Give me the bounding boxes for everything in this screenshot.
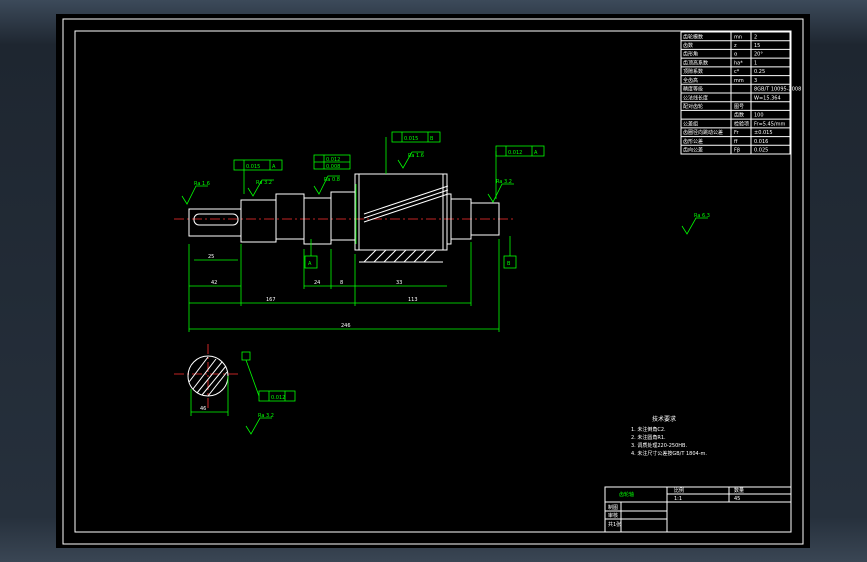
param-cell-sym: α: [734, 52, 738, 58]
drawing-sheet[interactable]: 齿轮模数 mn 2 齿数 z 15 齿形角 α 20° 齿顶高系数 ha* 1 顶隙系数 c* 0.25 全齿…: [56, 14, 810, 548]
keyway: [193, 213, 239, 226]
dim-text: 246: [341, 323, 351, 329]
tolerance-frames: 0.015 A 0.012 0.008 0.015 B 0.012 A: [233, 131, 545, 402]
svg-text:1:1: 1:1: [674, 496, 682, 502]
svg-text:0.012: 0.012: [271, 395, 285, 401]
param-cell-val: 100: [754, 113, 764, 119]
param-cell-name: 齿向公差: [683, 147, 703, 154]
outer-frame: [62, 18, 804, 545]
dim-text: 167: [266, 297, 276, 303]
inner-frame: [74, 30, 792, 533]
svg-text:Ra 6.3: Ra 6.3: [694, 213, 710, 219]
param-cell-sym: 图号: [734, 104, 744, 110]
svg-text:A: A: [308, 261, 312, 267]
param-cell-name: 公法线长度: [683, 94, 708, 101]
svg-text:A: A: [534, 150, 538, 156]
param-cell-name: 全齿高: [683, 77, 698, 84]
svg-text:A: A: [272, 164, 276, 170]
svg-text:数量: 数量: [734, 487, 744, 494]
param-cell-sym: mn: [734, 34, 742, 40]
param-cell-val: 15: [754, 43, 760, 49]
roughness-symbols: Ra 1.6 Ra 3.2 Ra 0.8 Ra 1.6 Ra 3.2 Ra 6.…: [181, 151, 710, 435]
part-name: 齿轮轴: [619, 491, 634, 498]
param-cell-sym: ff: [734, 139, 738, 145]
param-cell-val: 20°: [754, 52, 763, 58]
dim-text: 42: [211, 280, 217, 286]
svg-text:46: 46: [200, 406, 206, 412]
param-cell-sym: mm: [734, 78, 744, 84]
param-cell-val: ±0.015: [754, 130, 773, 136]
param-cell-name: 齿形角: [683, 51, 698, 58]
param-cell-val: 0.25: [754, 69, 765, 75]
param-cell-sym: Fr: [734, 130, 740, 136]
svg-text:制图: 制图: [608, 504, 618, 511]
svg-text:B: B: [507, 261, 511, 267]
title-block: 齿轮轴 比例 1:1 数量 45 制图 审核 共1张: [604, 486, 792, 533]
dim-text: 24: [314, 280, 320, 286]
param-cell-sym: z: [734, 43, 737, 49]
shaft-outline: [188, 173, 500, 263]
param-cell-val: 3: [754, 78, 757, 84]
param-cell-name: 顶隙系数: [683, 68, 703, 75]
datum-markers: A B: [304, 236, 517, 269]
svg-text:B: B: [430, 136, 434, 142]
param-cell-val: 0.025: [754, 148, 768, 154]
tech-req-line: 3. 调质处理220-250HB.: [631, 442, 687, 449]
svg-text:共1张: 共1张: [608, 521, 621, 528]
param-cell-sym: ha*: [734, 60, 743, 66]
param-cell-val: 1: [754, 60, 757, 66]
dimension-texts: 42 167 113 246 24 8 33 25: [208, 254, 418, 329]
svg-text:Ra 1.6: Ra 1.6: [194, 181, 210, 187]
param-cell-name: 齿数: [683, 42, 693, 49]
param-cell-name: 公差组: [683, 120, 698, 127]
param-cell-name: 配对齿轮: [683, 103, 703, 110]
param-cell-name: 齿顶高系数: [683, 59, 708, 66]
param-cell-sym: Fβ: [734, 148, 740, 154]
param-cell-val: Fr=5.45/mm: [754, 121, 785, 127]
svg-text:0.008: 0.008: [326, 164, 340, 170]
svg-text:Ra 1.6: Ra 1.6: [408, 153, 424, 159]
tech-req-title: 技术要求: [652, 415, 676, 423]
dimension-lines: [188, 184, 500, 332]
param-cell-sym: 检验项: [734, 120, 749, 127]
drawing-canvas: 齿轮模数 mn 2 齿数 z 15 齿形角 α 20° 齿顶高系数 ha* 1 顶隙系数 c* 0.25 全齿…: [62, 18, 804, 545]
svg-text:审核: 审核: [608, 512, 618, 519]
param-cell-name: 齿轮模数: [683, 33, 703, 40]
svg-text:Ra 0.8: Ra 0.8: [324, 177, 340, 183]
params-table: 齿轮模数 mn 2 齿数 z 15 齿形角 α 20° 齿顶高系数 ha* 1 顶隙系数 c* 0.25 全齿…: [680, 31, 801, 155]
dim-text: 25: [208, 254, 214, 260]
param-cell-val: W=15.364: [754, 95, 781, 101]
param-cell-sym: 齿数: [734, 112, 744, 119]
param-cell-val: 8GB/T 10095-2008: [754, 87, 801, 93]
param-cell-val: 2: [754, 34, 757, 40]
svg-text:Ra 3.2: Ra 3.2: [258, 413, 274, 419]
svg-text:Ra 3.2: Ra 3.2: [256, 180, 272, 186]
param-cell-name: 精度等级: [683, 86, 703, 93]
tech-req-line: 1. 未注倒角C2.: [631, 426, 666, 433]
param-cell-val: 0.016: [754, 139, 768, 145]
svg-text:45: 45: [734, 496, 740, 502]
dim-text: 113: [408, 297, 418, 303]
section-view: 46: [174, 344, 260, 416]
param-cell-sym: c*: [734, 69, 740, 75]
svg-text:0.012: 0.012: [326, 157, 340, 163]
svg-text:0.012: 0.012: [508, 150, 522, 156]
param-cell-name: 齿形公差: [683, 138, 703, 145]
tech-req-line: 4. 未注尺寸公差按GB/T 1804-m.: [631, 450, 707, 457]
param-cell-name: 齿圈径向跳动公差: [683, 129, 723, 136]
svg-text:Ra 3.2: Ra 3.2: [496, 179, 512, 185]
svg-text:比例: 比例: [674, 487, 684, 494]
dim-text: 33: [396, 280, 402, 286]
svg-text:0.015: 0.015: [246, 164, 260, 170]
svg-text:0.015: 0.015: [404, 136, 418, 142]
dim-text: 8: [340, 280, 343, 286]
tech-requirements: 技术要求 1. 未注倒角C2. 2. 未注圆角R1. 3. 调质处理220-25…: [631, 415, 707, 457]
tech-req-line: 2. 未注圆角R1.: [631, 434, 666, 441]
